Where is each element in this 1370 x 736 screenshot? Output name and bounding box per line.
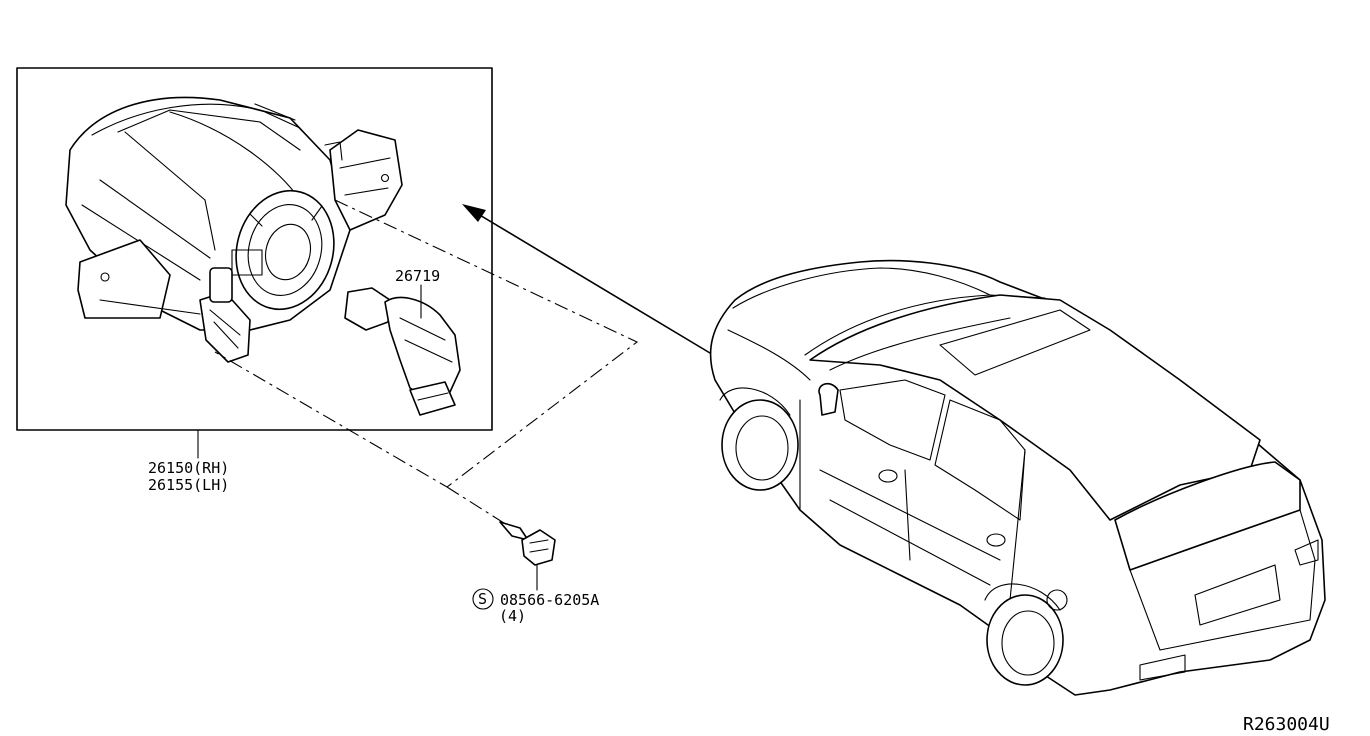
diagram-reference: R263004U — [1243, 714, 1330, 735]
screw-symbol: S — [478, 590, 487, 608]
bulb-part-number: 26719 — [395, 267, 440, 285]
install-arrow — [462, 204, 711, 354]
fog-lamp-lh-part-number: 26155(LH) — [148, 476, 229, 494]
vehicle-illustration — [709, 259, 1326, 696]
screw-symbol-circle — [472, 588, 494, 610]
screw-08566-6205A — [499, 521, 556, 591]
bulb-26719 — [344, 284, 461, 416]
screw-quantity: (4) — [499, 607, 526, 625]
screw-part-number: 08566-6205A — [500, 591, 599, 609]
fog-lamp-rh-part-number: 26150(RH) — [148, 459, 229, 477]
fog-lamp-assembly — [65, 96, 403, 363]
detail-frame — [16, 67, 493, 431]
